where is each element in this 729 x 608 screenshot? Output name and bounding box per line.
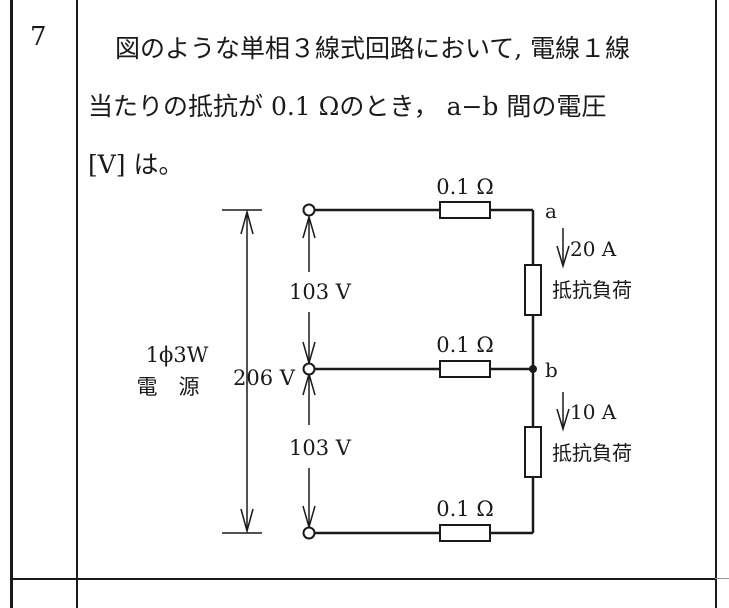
total-voltage-label: 206 V <box>233 366 296 390</box>
upper-load-label: 抵抗負荷 <box>552 278 632 302</box>
total-voltage-arrowhead-top <box>240 209 254 235</box>
source-name-label: 電 源 <box>137 375 200 399</box>
node-b-label: b <box>545 358 558 382</box>
upper-load-resistor <box>524 264 542 316</box>
bottom-terminal <box>302 526 316 540</box>
top-terminal <box>302 203 316 217</box>
number-column-divider <box>76 0 78 608</box>
middle-terminal <box>302 362 316 376</box>
total-voltage-arrowhead-bottom <box>240 508 254 534</box>
lower-load-label: 抵抗負荷 <box>552 441 632 465</box>
row-bottom-border <box>10 578 717 580</box>
lower-current-arrowhead <box>556 408 570 432</box>
top-line-resistor <box>439 201 491 219</box>
upper-voltage-arrowhead-top <box>302 214 316 239</box>
table-right-border <box>715 0 717 608</box>
bottom-line-resistor <box>439 524 491 542</box>
node-a-label: a <box>545 199 557 223</box>
upper-current-label: 20 A <box>570 237 617 261</box>
middle-resistance-label: 0.1 Ω <box>436 333 493 357</box>
question-text-line-2: 当たりの抵抗が 0.1 Ωのとき， a−b 間の電圧 <box>88 92 607 121</box>
upper-voltage-label: 103 V <box>289 280 352 304</box>
node-b-dot <box>529 365 537 373</box>
table-left-border <box>10 0 13 608</box>
lower-load-resistor <box>524 426 542 478</box>
source-type-label: 1ϕ3W <box>146 343 209 367</box>
question-text-line-3: [V] は。 <box>88 150 184 179</box>
upper-current-arrowhead <box>556 245 570 269</box>
question-number: 7 <box>30 22 47 52</box>
question-text-line-1: 図のような単相３線式回路において, 電線１線 <box>115 34 631 63</box>
top-resistance-label: 0.1 Ω <box>436 175 493 199</box>
lower-current-label: 10 A <box>570 400 617 424</box>
row-border-extension <box>715 578 729 579</box>
question-text: 図のような単相３線式回路において, 電線１線 当たりの抵抗が 0.1 Ωのとき，… <box>88 20 714 194</box>
bottom-resistance-label: 0.1 Ω <box>436 497 493 521</box>
lower-voltage-label: 103 V <box>289 436 352 460</box>
middle-line-resistor <box>439 360 491 378</box>
